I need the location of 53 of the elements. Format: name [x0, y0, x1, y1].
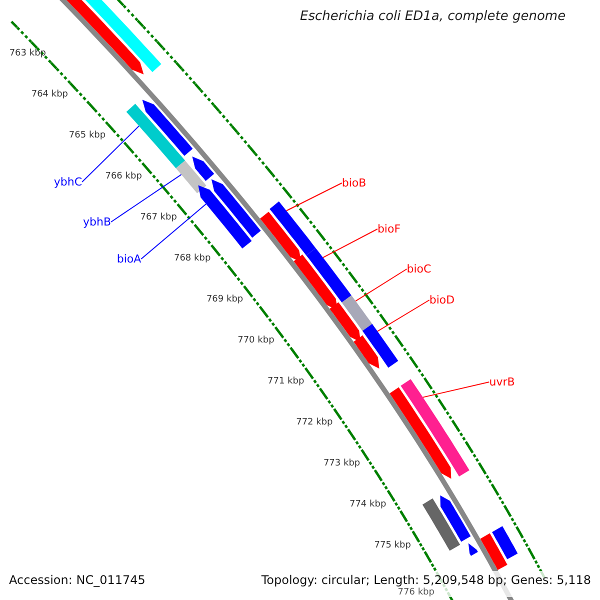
- gene-label: bioA: [116, 254, 142, 264]
- gene-bar: [270, 201, 316, 256]
- gene-bar: [440, 495, 471, 542]
- scale-label: 774 kbp: [349, 500, 386, 510]
- title: Escherichia coli ED1a, complete genome: [300, 10, 566, 23]
- gene-label: ybhB: [83, 216, 111, 228]
- scale-label: 768 kbp: [174, 254, 211, 264]
- footer-text: Topology: circular; Length: 5,209,548 bp; Genes: 5,118: [261, 574, 591, 586]
- scale-label: 767 kbp: [140, 214, 177, 223]
- gene-bar: [342, 295, 372, 331]
- gene-bar: [390, 387, 452, 479]
- gene-bar: [126, 104, 186, 168]
- scale-label: 764 kbp: [31, 90, 68, 100]
- scale-label: 763 kbp: [9, 50, 46, 58]
- gene-bar: [480, 533, 508, 570]
- gene-bar: [198, 185, 252, 248]
- leader-line: [376, 300, 430, 332]
- gene-bar: [192, 156, 214, 181]
- gene-label: ybhC: [54, 176, 82, 188]
- gene-label: uvrB: [489, 376, 515, 388]
- scale-label: 765 kbp: [68, 132, 106, 141]
- scale-label: 776 kbp: [398, 588, 434, 598]
- gene-bar: [354, 335, 380, 369]
- gene-bar: [260, 212, 302, 262]
- leader-line: [355, 268, 408, 302]
- gene-bar: [306, 248, 352, 302]
- leader-line: [82, 125, 140, 182]
- leader-line: [140, 203, 207, 260]
- gene-label: bioC: [406, 264, 432, 274]
- scale-label: 772 kbp: [296, 418, 333, 428]
- leader-line: [110, 174, 182, 222]
- gene-bar: [422, 498, 460, 551]
- gene-bar: [492, 526, 518, 560]
- leader-line: [322, 228, 378, 258]
- scale-label: 771 kbp: [268, 378, 304, 387]
- gene-bar: [468, 543, 478, 556]
- gene-bar: [142, 100, 193, 156]
- gene-label: bioF: [377, 224, 401, 234]
- leader-line: [422, 382, 490, 398]
- gene-bar: [330, 302, 361, 342]
- scale-label: 770 kbp: [238, 336, 274, 346]
- scale-label: 766 kbp: [105, 172, 142, 182]
- gene-bar: [211, 179, 261, 238]
- footer-text: Accession: NC_011745: [9, 574, 146, 586]
- scale-label: 773 kbp: [323, 460, 360, 469]
- scale-label: 775 kbp: [374, 541, 411, 550]
- gene-bar: [176, 160, 206, 194]
- gene-bar: [400, 379, 470, 476]
- gene-label: bioD: [429, 294, 455, 306]
- gene-label: bioB: [342, 178, 366, 188]
- gene-bar: [362, 324, 398, 368]
- leader-line: [286, 182, 342, 212]
- scale-label: 769 kbp: [206, 296, 244, 305]
